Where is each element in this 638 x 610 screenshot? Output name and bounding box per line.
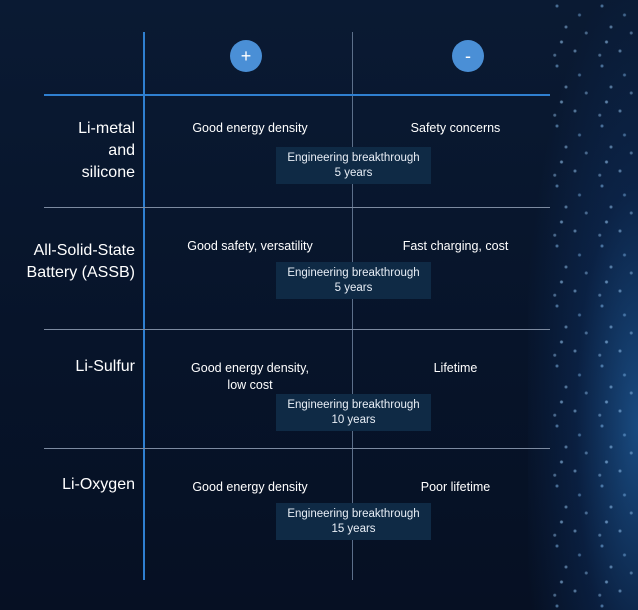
row-label-li-oxygen: Li-Oxygen <box>20 474 135 496</box>
breakthrough-box: Engineering breakthrough 15 years <box>276 503 431 540</box>
con-text: Safety concerns <box>410 121 501 135</box>
row-label-line: Li-metal <box>78 120 135 137</box>
con-text: Poor lifetime <box>420 480 491 494</box>
row-divider <box>44 207 550 208</box>
breakthrough-title: Engineering breakthrough <box>287 399 420 411</box>
breakthrough-time: 5 years <box>334 282 373 294</box>
row-label-line: Battery (ASSB) <box>26 264 135 281</box>
row-divider <box>44 448 550 449</box>
pro-text-line: low cost <box>227 378 273 392</box>
row-label-line: and <box>108 142 135 159</box>
pro-text: Good energy density, low cost <box>150 360 350 394</box>
breakthrough-title: Engineering breakthrough <box>287 152 420 164</box>
pro-text: Good safety, versatility <box>187 239 313 253</box>
row-label-line: silicone <box>81 164 135 181</box>
header-divider <box>44 94 550 96</box>
minus-icon: - <box>452 40 484 72</box>
pro-text: Good energy density <box>192 121 308 135</box>
pro-text: Good energy density <box>192 480 308 494</box>
pro-text-line: Good energy density, <box>191 361 309 375</box>
con-text: Fast charging, cost <box>402 239 509 253</box>
plus-icon: + <box>230 40 262 72</box>
row-divider <box>44 329 550 330</box>
breakthrough-time: 10 years <box>331 414 376 426</box>
row-label-line: All-Solid-State <box>33 242 135 259</box>
row-label-line: Li-Oxygen <box>62 476 135 493</box>
breakthrough-title: Engineering breakthrough <box>287 508 420 520</box>
row-label-li-metal: Li-metal and silicone <box>20 118 135 184</box>
background-sparkles <box>548 0 638 610</box>
row-label-assb: All-Solid-State Battery (ASSB) <box>20 240 135 284</box>
breakthrough-title: Engineering breakthrough <box>287 267 420 279</box>
breakthrough-time: 15 years <box>331 523 376 535</box>
breakthrough-time: 5 years <box>334 167 373 179</box>
row-label-line: Li-Sulfur <box>75 358 135 375</box>
con-text: Lifetime <box>433 361 478 375</box>
breakthrough-box: Engineering breakthrough 10 years <box>276 394 431 431</box>
breakthrough-box: Engineering breakthrough 5 years <box>276 262 431 299</box>
breakthrough-box: Engineering breakthrough 5 years <box>276 147 431 184</box>
row-label-li-sulfur: Li-Sulfur <box>20 356 135 378</box>
row-label-divider <box>143 32 145 580</box>
pros-cons-divider <box>352 32 353 580</box>
